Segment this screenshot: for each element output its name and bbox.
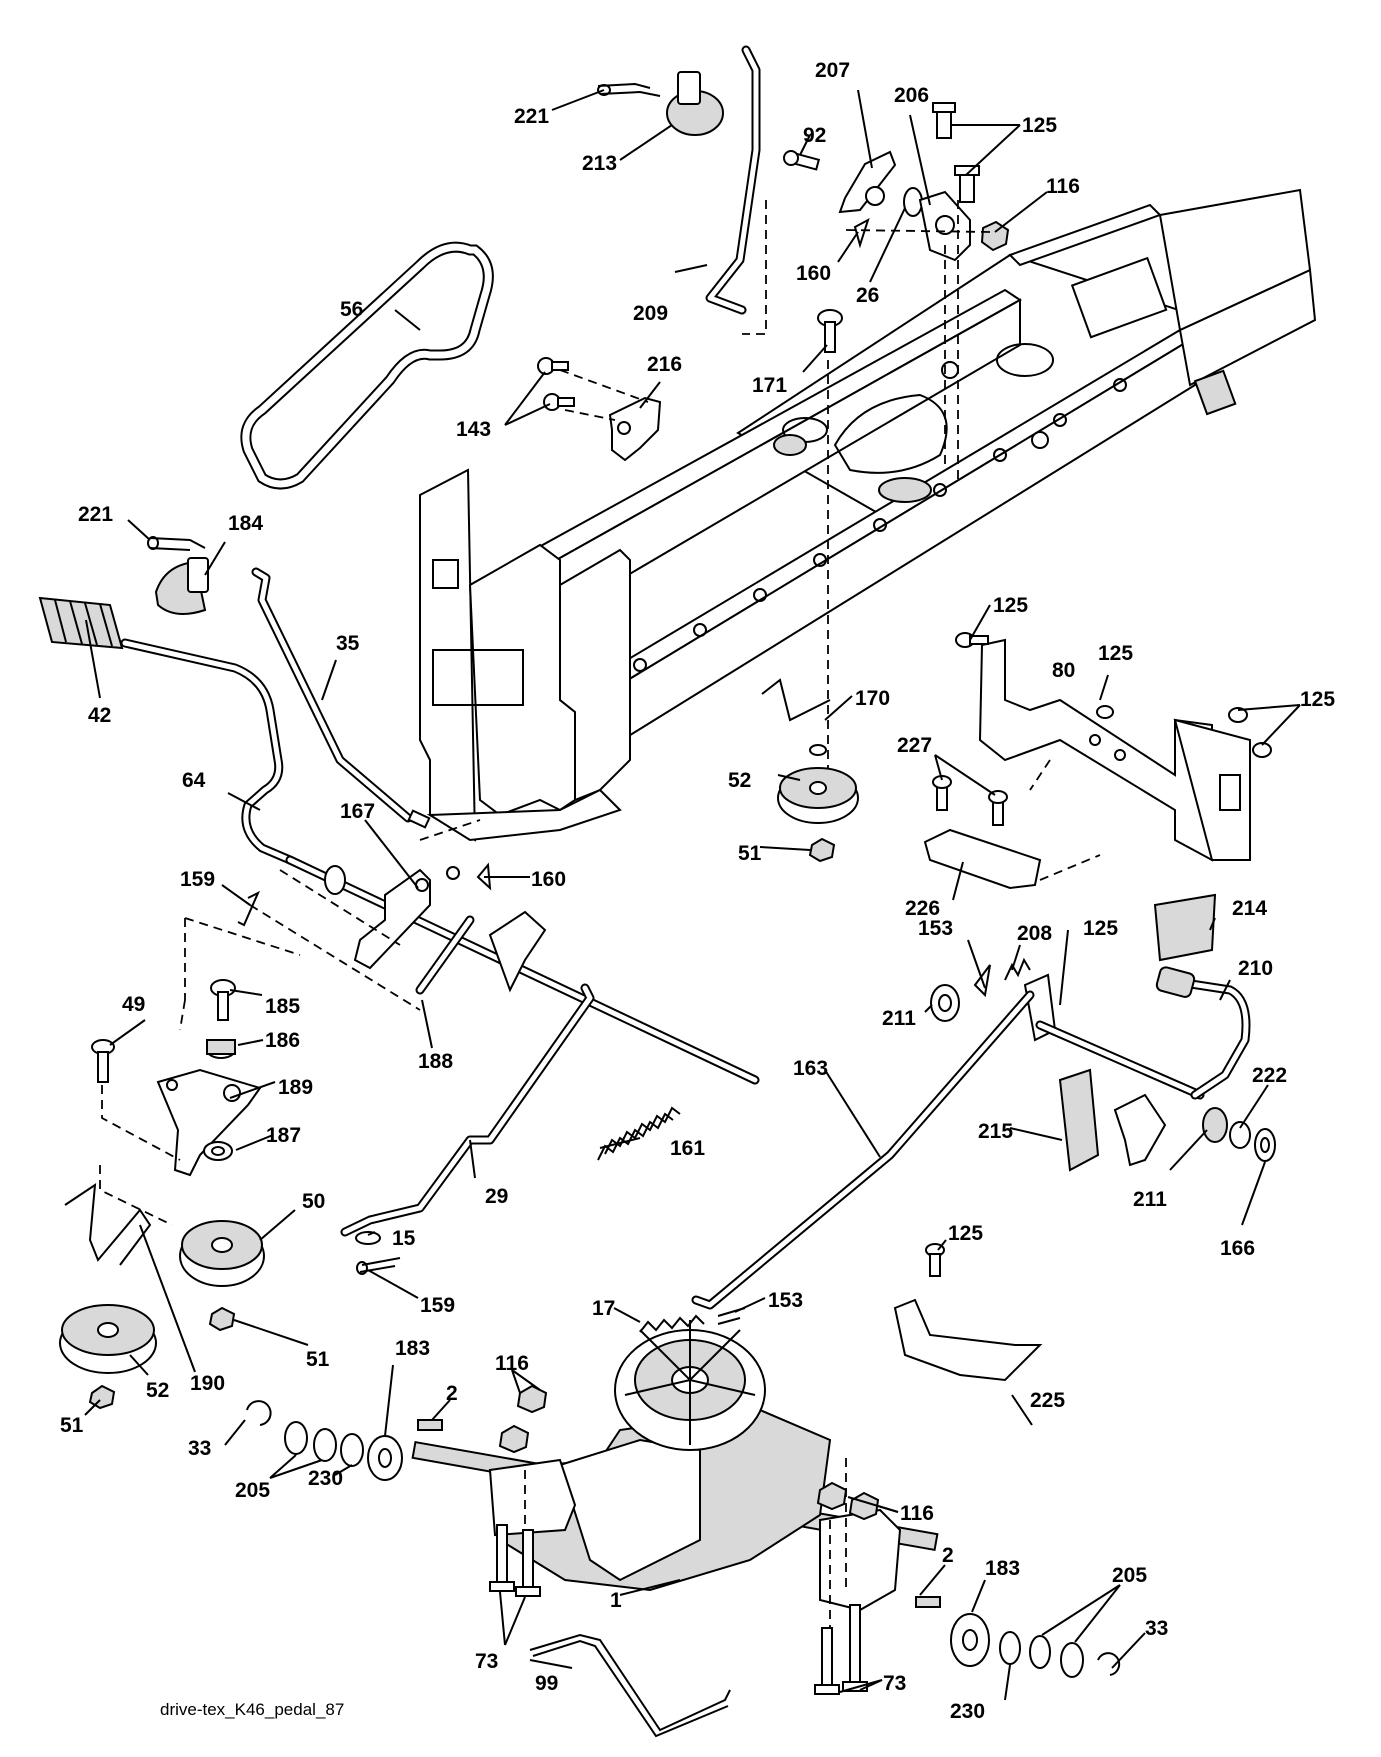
callout-125-e: 125 <box>1083 917 1118 940</box>
callout-214: 214 <box>1232 897 1267 920</box>
callout-116-b: 116 <box>495 1352 529 1375</box>
callout-167: 167 <box>340 800 375 823</box>
callout-166: 166 <box>1220 1237 1255 1260</box>
callout-50: 50 <box>302 1190 325 1213</box>
callout-189: 189 <box>278 1076 313 1099</box>
callout-125-b: 125 <box>993 594 1028 617</box>
callout-116: 116 <box>1046 175 1080 198</box>
callout-187: 187 <box>266 1124 301 1147</box>
frame <box>419 188 1317 842</box>
callout-15: 15 <box>392 1227 416 1250</box>
callout-225: 225 <box>1030 1389 1065 1412</box>
callout-205-b: 205 <box>1112 1564 1147 1587</box>
callout-230-b: 230 <box>950 1700 985 1723</box>
callout-184: 184 <box>228 512 263 535</box>
callout-207: 207 <box>815 59 850 82</box>
callout-171: 171 <box>752 374 787 397</box>
callout-215: 215 <box>978 1120 1013 1143</box>
callout-186: 186 <box>265 1029 300 1052</box>
callout-226: 226 <box>905 897 940 920</box>
callout-99: 99 <box>535 1672 558 1695</box>
callout-183-b: 183 <box>985 1557 1020 1580</box>
transaxle <box>246 1320 1121 1738</box>
callout-221: 221 <box>514 105 549 128</box>
callout-73-b: 73 <box>883 1672 906 1695</box>
callout-209: 209 <box>633 302 668 325</box>
callout-labels: 221 213 92 207 206 125 116 160 26 209 56… <box>60 59 1335 1723</box>
callout-125-c: 125 <box>1098 642 1133 665</box>
left-pedal-assembly <box>38 536 760 1085</box>
callout-211: 211 <box>882 1007 916 1030</box>
callout-17: 17 <box>592 1297 615 1320</box>
callout-222: 222 <box>1252 1064 1287 1087</box>
callout-183: 183 <box>395 1337 430 1360</box>
callout-205: 205 <box>235 1479 270 1502</box>
callout-161: 161 <box>670 1137 705 1160</box>
bracket-216 <box>537 357 662 462</box>
callout-160: 160 <box>796 262 831 285</box>
linkages-29 <box>340 983 746 1333</box>
right-pedal-assembly <box>691 632 1276 1382</box>
callout-159-b: 159 <box>420 1294 455 1317</box>
callout-206: 206 <box>894 84 929 107</box>
callout-73: 73 <box>475 1650 498 1673</box>
callout-35: 35 <box>336 632 360 655</box>
callout-211-b: 211 <box>1133 1188 1167 1211</box>
callout-56: 56 <box>340 298 363 321</box>
diagram-caption: drive-tex_K46_pedal_87 <box>160 1700 344 1719</box>
callout-33-b: 33 <box>1145 1617 1168 1640</box>
callout-216: 216 <box>647 353 682 376</box>
callout-49: 49 <box>122 993 145 1016</box>
callout-213: 213 <box>582 152 617 175</box>
callout-51: 51 <box>738 842 762 865</box>
callout-208: 208 <box>1017 922 1052 945</box>
callout-221-b: 221 <box>78 503 113 526</box>
callout-51-c: 51 <box>60 1414 84 1437</box>
callout-153: 153 <box>918 917 953 940</box>
callout-2-b: 2 <box>942 1544 954 1567</box>
callout-159: 159 <box>180 868 215 891</box>
callout-125: 125 <box>1022 114 1057 137</box>
callout-80: 80 <box>1052 659 1075 682</box>
callout-160-b: 160 <box>531 868 566 891</box>
callout-163: 163 <box>793 1057 828 1080</box>
callout-188: 188 <box>418 1050 453 1073</box>
callout-210: 210 <box>1238 957 1273 980</box>
callout-125-f: 125 <box>948 1222 983 1245</box>
callout-227: 227 <box>897 734 932 757</box>
leader-lines <box>84 89 1301 1701</box>
callout-64: 64 <box>182 769 206 792</box>
callout-51-b: 51 <box>306 1348 330 1371</box>
callout-26: 26 <box>856 284 879 307</box>
callout-170: 170 <box>855 687 890 710</box>
drive-belt <box>240 241 494 490</box>
callout-125-d: 125 <box>1300 688 1335 711</box>
top-linkage <box>597 45 1010 820</box>
callout-52: 52 <box>728 769 751 792</box>
callout-42: 42 <box>88 704 111 727</box>
callout-230: 230 <box>308 1467 343 1490</box>
callout-153-b: 153 <box>768 1289 803 1312</box>
callout-29: 29 <box>485 1185 508 1208</box>
callout-33: 33 <box>188 1437 211 1460</box>
callout-190: 190 <box>190 1372 225 1395</box>
callout-116-c: 116 <box>900 1502 934 1525</box>
callout-92: 92 <box>803 124 826 147</box>
callout-52-b: 52 <box>146 1379 169 1402</box>
callout-143: 143 <box>456 418 491 441</box>
callout-2: 2 <box>446 1382 458 1405</box>
pivot-plate <box>91 979 262 1226</box>
callout-185: 185 <box>265 995 300 1018</box>
callout-1: 1 <box>610 1589 622 1612</box>
